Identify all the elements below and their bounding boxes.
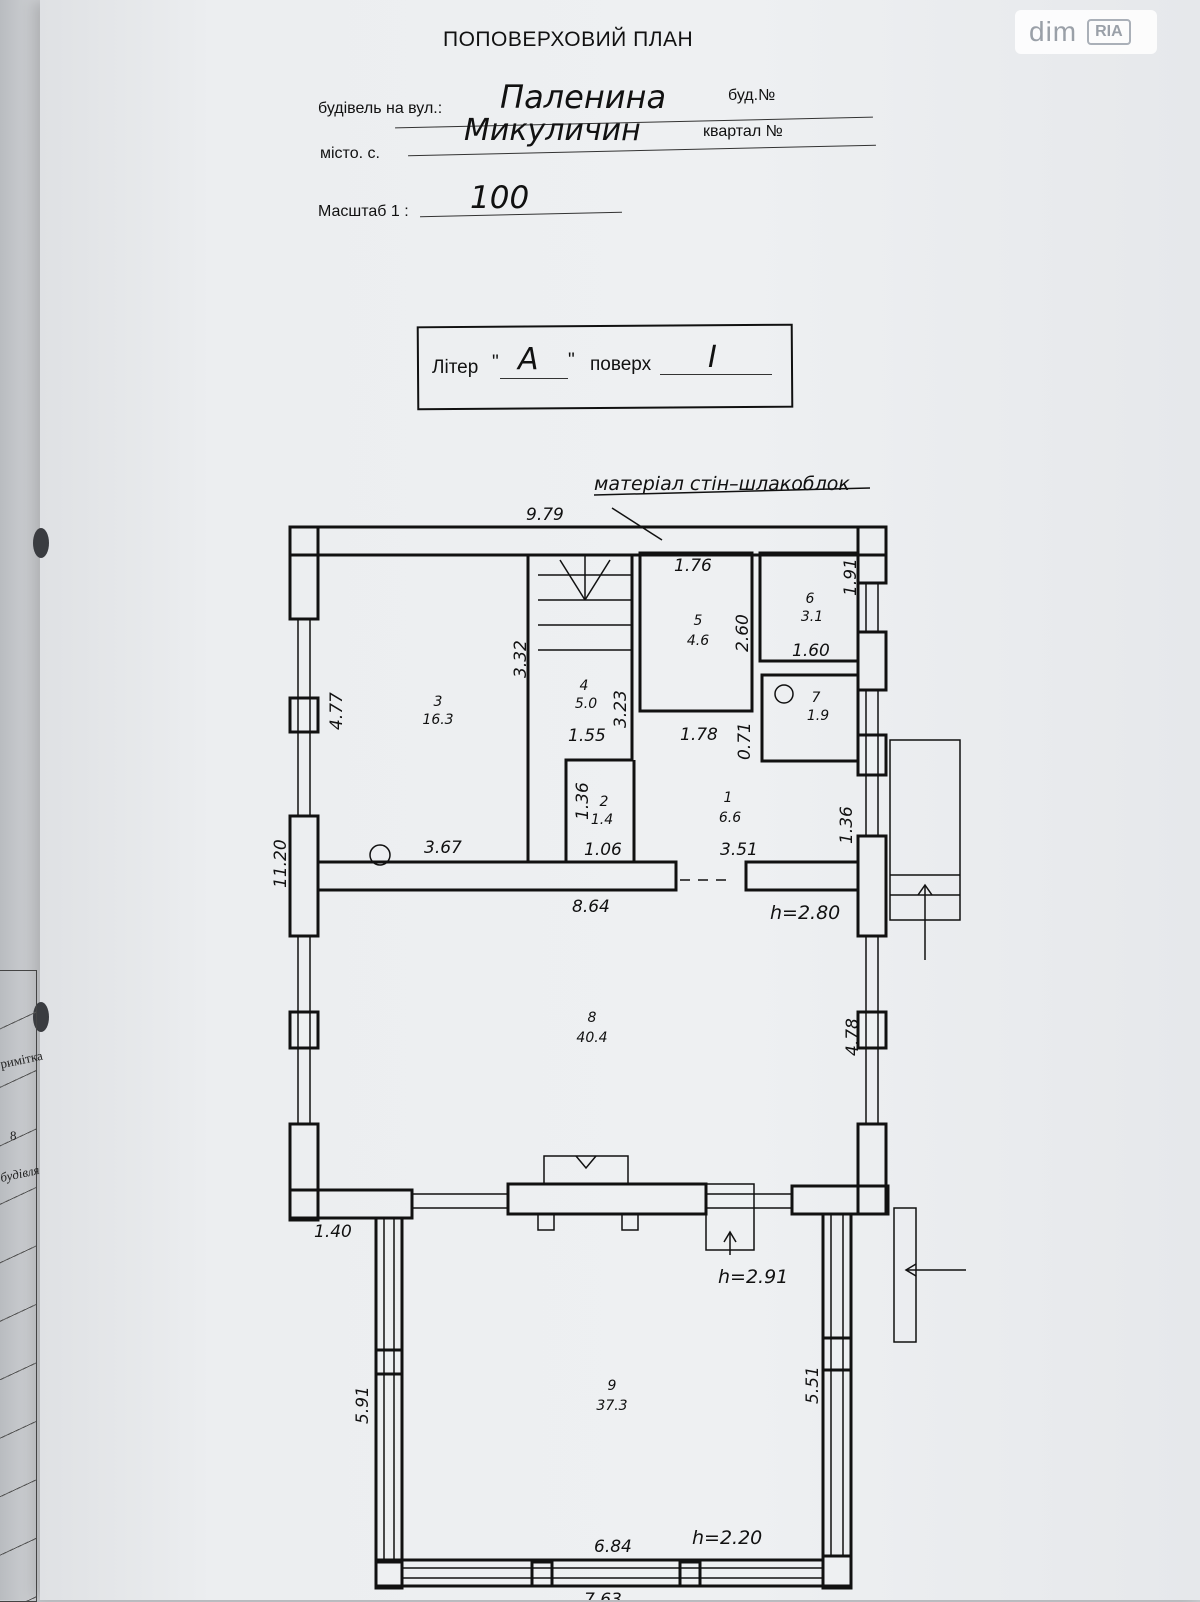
room-area: 40.4	[576, 1030, 607, 1046]
dimension-label: 3.51	[720, 840, 758, 860]
block-label: квартал №	[703, 123, 783, 140]
verandah-west	[374, 1216, 404, 1590]
city-label: місто. с.	[320, 145, 380, 162]
room-3-outline	[318, 553, 530, 864]
wall-west-3	[288, 1122, 320, 1222]
floor-value: I	[708, 340, 717, 375]
liter-value: А	[518, 342, 539, 377]
floor-label: поверх	[590, 354, 652, 375]
room-area: 16.3	[422, 712, 453, 728]
side-sheet-table	[0, 970, 37, 1602]
wall-interior-2	[744, 860, 860, 892]
height-label: h=2.20	[692, 1527, 762, 1549]
dimension-label: 11.20	[271, 839, 291, 888]
liter-underline	[500, 378, 568, 379]
room-number: 2	[600, 794, 609, 810]
side-sheet-text: 8	[10, 1128, 17, 1143]
room-number: 3	[434, 694, 443, 710]
building-label: буд.№	[728, 87, 776, 104]
dimension-label: 5.51	[803, 1366, 823, 1404]
room-area: 37.3	[596, 1398, 627, 1414]
wall-interior-1	[316, 860, 678, 892]
wall-east-3	[856, 834, 888, 938]
dimension-label: 6.84	[594, 1537, 632, 1557]
dimension-label: 1.55	[568, 726, 606, 746]
liter-quote-open: "	[492, 352, 499, 373]
dimension-label: 1.36	[573, 782, 593, 820]
dimension-label: 3.67	[424, 838, 462, 858]
dimension-label: 3.32	[511, 640, 531, 678]
room-6-outline	[758, 551, 860, 663]
room-5-outline	[638, 551, 754, 713]
dimension-label: 4.77	[327, 692, 347, 730]
room-area: 6.6	[719, 810, 741, 826]
watermark-ria: RIA	[1087, 19, 1131, 45]
dimension-label: 8.64	[572, 897, 610, 917]
floor-underline	[660, 374, 772, 375]
city-value: Микуличин	[464, 113, 641, 148]
room-area: 1.4	[591, 812, 613, 828]
watermark-dim: dim	[1029, 16, 1078, 47]
watermark-logo: dim RIA	[1015, 10, 1157, 54]
room-area: 1.9	[807, 708, 829, 724]
dimension-label: 0.71	[735, 722, 755, 760]
room-area: 5.0	[575, 696, 597, 712]
room-2-outline	[564, 760, 636, 864]
dimension-label: 2.60	[733, 614, 753, 652]
dimension-label: 3.23	[611, 690, 631, 728]
document-sheet	[40, 0, 1200, 1600]
height-label: h=2.80	[770, 902, 840, 924]
liter-quote-close: "	[568, 350, 575, 371]
dimension-label: 1.76	[674, 556, 712, 576]
wall-south-east	[790, 1184, 890, 1216]
wall-east-4	[856, 1122, 888, 1216]
wall-north	[288, 525, 888, 557]
room-number: 1	[724, 790, 733, 806]
room-number: 7	[812, 690, 821, 706]
dimension-label: 5.91	[353, 1386, 373, 1424]
room-number: 5	[694, 613, 703, 629]
room-number: 6	[806, 591, 815, 607]
binder-hole	[33, 1002, 49, 1032]
room-number: 9	[608, 1378, 617, 1394]
room-area: 4.6	[687, 633, 709, 649]
wall-west-2	[288, 814, 320, 938]
binder-hole	[33, 528, 49, 558]
verandah-east	[821, 1212, 853, 1590]
dimension-label: 7.63	[584, 1590, 622, 1600]
wall-south-mid	[506, 1182, 708, 1216]
room-number: 8	[588, 1010, 597, 1026]
scale-label: Масштаб 1 :	[318, 203, 409, 220]
dimension-label: 1.91	[841, 558, 861, 596]
room-7-outline	[760, 673, 860, 763]
height-label: h=2.91	[718, 1266, 788, 1288]
verandah-south	[374, 1558, 853, 1588]
street-value: Паленина	[500, 78, 667, 116]
street-label: будівель на вул.:	[318, 100, 443, 117]
wall-material-note: матеріал стін–шлакоблок	[594, 473, 850, 495]
wall-south-west	[288, 1188, 414, 1220]
wall-east-2	[856, 630, 888, 692]
dimension-label: 4.78	[843, 1018, 863, 1056]
dimension-label: 1.40	[314, 1222, 352, 1242]
dimension-label: 1.06	[584, 840, 622, 860]
dimension-label: 1.78	[680, 725, 718, 745]
dimension-label: 9.79	[526, 505, 564, 525]
wall-west-1	[288, 525, 320, 621]
liter-label: Літер	[432, 357, 479, 378]
document-title: ПОПОВЕРХОВИЙ ПЛАН	[443, 28, 694, 51]
dimension-label: 1.36	[837, 806, 857, 844]
room-number: 4	[580, 678, 589, 694]
scale-value: 100	[470, 180, 530, 216]
room-area: 3.1	[801, 609, 823, 625]
dimension-label: 1.60	[792, 641, 830, 661]
